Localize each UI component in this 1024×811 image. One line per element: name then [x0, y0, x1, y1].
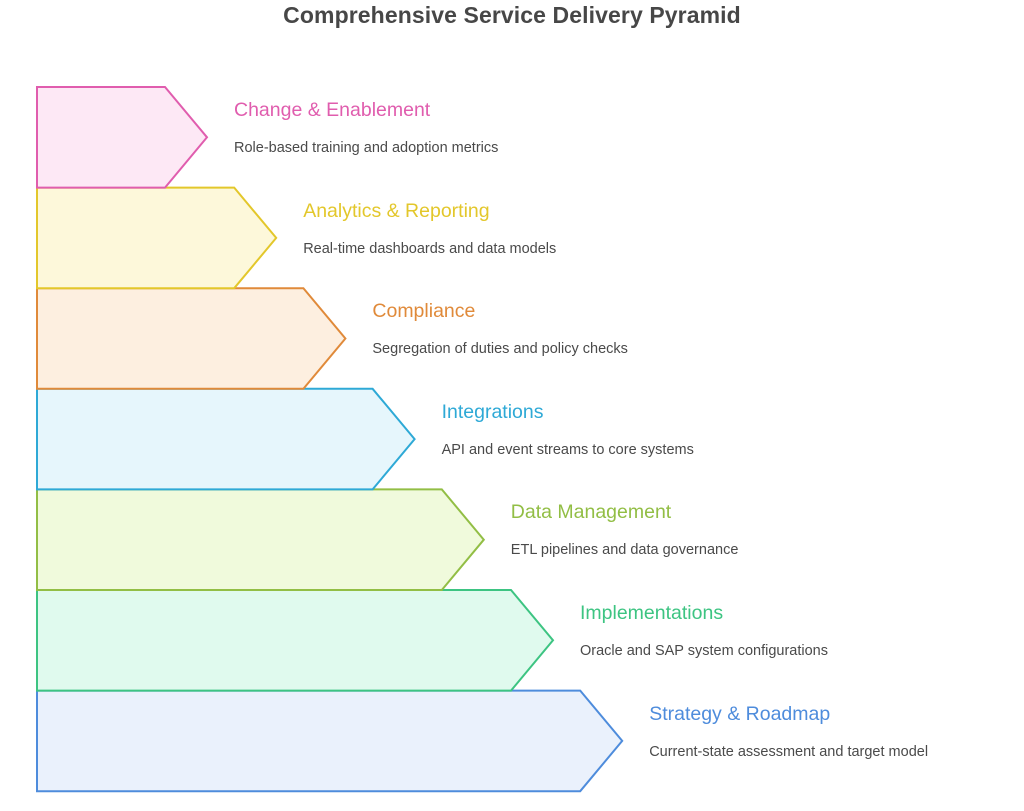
pyramid-level-3	[36, 287, 347, 390]
level-description: Real-time dashboards and data models	[303, 240, 557, 257]
diagram-title: Comprehensive Service Delivery Pyramid	[283, 2, 741, 28]
level-description: API and event streams to core systems	[441, 441, 694, 458]
pyramid-level-6	[36, 589, 555, 692]
pyramid-level-4	[36, 387, 416, 491]
level-description: Current-state assessment and target mode…	[649, 743, 929, 760]
pyramid-level-2	[36, 186, 278, 290]
level-description: ETL pipelines and data governance	[510, 542, 739, 559]
level-heading: Integrations	[441, 400, 544, 423]
level-description: Role-based training and adoption metrics	[234, 140, 499, 156]
level-heading: Change & Enablement	[234, 99, 431, 121]
pyramid-level-5	[36, 488, 486, 591]
level-description: Oracle and SAP system configurations	[580, 643, 828, 659]
pyramid-level-1	[36, 86, 209, 189]
level-heading: Implementations	[580, 602, 724, 624]
level-heading: Strategy & Roadmap	[649, 702, 831, 725]
level-heading: Analytics & Reporting	[303, 199, 490, 222]
pyramid-level-7	[36, 689, 624, 793]
level-description: Segregation of duties and policy checks	[372, 341, 628, 358]
level-heading: Data Management	[510, 501, 672, 524]
level-heading: Compliance	[372, 300, 476, 323]
